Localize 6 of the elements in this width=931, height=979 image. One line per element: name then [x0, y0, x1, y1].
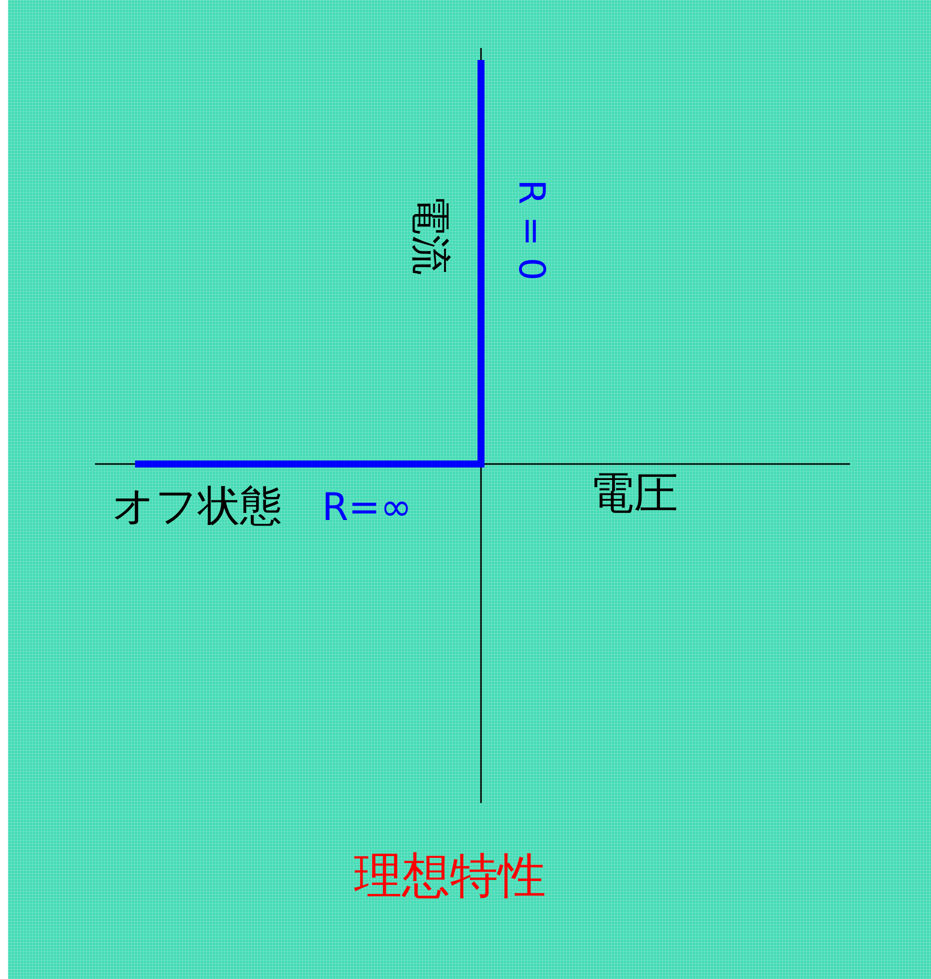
axis-label: 電圧 [590, 472, 678, 516]
axis-label: 電流 [410, 195, 450, 275]
caption: 理想特性 [354, 852, 546, 900]
resistance-label: R=∞ [322, 488, 412, 526]
resistance-label: R = 0 [512, 180, 548, 280]
state-label: オフ状態 [112, 485, 282, 527]
